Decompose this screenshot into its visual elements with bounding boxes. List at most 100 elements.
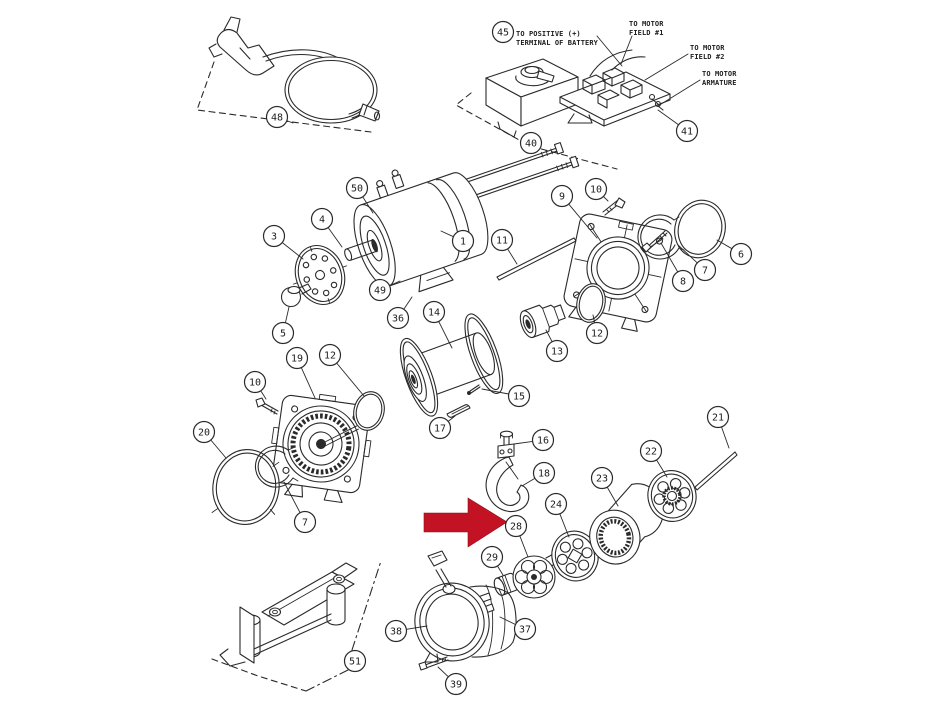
svg-text:12: 12	[591, 328, 603, 339]
callout-19: 19	[285, 346, 316, 399]
set-screw	[641, 230, 668, 253]
svg-text:21: 21	[712, 412, 724, 423]
svg-text:49: 49	[374, 285, 386, 296]
solenoid-assembly	[559, 49, 671, 127]
svg-text:10: 10	[590, 184, 602, 195]
callout-3: 3	[262, 224, 304, 260]
callout-7: 7	[677, 244, 717, 282]
callout-24: 24	[544, 492, 570, 538]
svg-text:6: 6	[738, 249, 744, 260]
housing-screw	[418, 656, 449, 671]
alignment-dashdot-fairlead	[305, 560, 382, 692]
svg-text:5: 5	[280, 328, 286, 339]
control-pack	[485, 49, 671, 138]
svg-text:19: 19	[291, 353, 303, 364]
svg-text:51: 51	[349, 656, 361, 667]
callout-40: 40	[519, 131, 543, 155]
callout-21: 21	[706, 405, 730, 449]
drum-bushing-ring	[211, 449, 280, 525]
svg-text:37: 37	[519, 624, 531, 635]
svg-text:TO MOTOR: TO MOTOR	[690, 44, 725, 52]
callout-12: 12	[585, 314, 609, 345]
callout-13: 13	[545, 329, 569, 363]
callout-7: 7	[283, 481, 317, 534]
highlight-arrow	[423, 497, 508, 548]
callout-12: 12	[318, 343, 365, 397]
callout-10: 10	[584, 177, 609, 202]
o-ring-small	[576, 283, 606, 323]
svg-text:45: 45	[497, 27, 509, 38]
callout-49: 49	[368, 278, 401, 302]
svg-text:ARMATURE: ARMATURE	[702, 79, 737, 87]
svg-text:4: 4	[319, 214, 325, 225]
svg-text:7: 7	[302, 517, 308, 528]
remote-pendant	[208, 16, 275, 76]
clutch-lever	[427, 550, 456, 595]
callout-8: 8	[660, 242, 695, 293]
svg-text:29: 29	[486, 552, 498, 563]
gear-housing-plate	[271, 393, 372, 504]
svg-text:23: 23	[596, 473, 608, 484]
alignment-dash-fairlead	[211, 658, 307, 692]
output-shaft	[694, 451, 738, 491]
callout-45: 45	[491, 20, 515, 44]
svg-text:9: 9	[559, 191, 565, 202]
roller-fairlead	[219, 562, 358, 667]
callout-9: 9	[550, 184, 598, 239]
svg-text:20: 20	[198, 427, 210, 438]
motor-mount-bracket	[418, 266, 454, 293]
drum-support-bearing-plate	[563, 213, 673, 332]
svg-text:36: 36	[392, 313, 404, 324]
svg-text:FIELD #2: FIELD #2	[690, 53, 725, 61]
svg-text:TERMINAL OF BATTERY: TERMINAL OF BATTERY	[516, 39, 599, 47]
callout-16: 16	[513, 428, 555, 452]
callout-14: 14	[422, 300, 453, 349]
svg-text:7: 7	[702, 265, 708, 276]
retaining-ring	[637, 214, 685, 260]
callout-11: 11	[490, 228, 518, 265]
svg-text:13: 13	[551, 346, 563, 357]
callout-18: 18	[521, 461, 556, 487]
svg-text:17: 17	[434, 423, 446, 434]
wiring-label-0: TO POSITIVE (+)TERMINAL OF BATTERY	[516, 30, 623, 67]
svg-text:50: 50	[351, 183, 363, 194]
svg-text:41: 41	[681, 126, 693, 137]
winch-drum	[399, 313, 504, 417]
callout-37: 37	[499, 616, 537, 641]
cable-connector	[358, 103, 381, 122]
svg-text:15: 15	[513, 391, 525, 402]
svg-text:18: 18	[538, 468, 550, 479]
pinion-gear	[493, 572, 519, 596]
svg-text:39: 39	[450, 679, 462, 690]
callout-36: 36	[386, 296, 413, 330]
gear-end-housing	[414, 550, 517, 663]
svg-text:16: 16	[537, 435, 549, 446]
motor-assembly	[344, 142, 580, 293]
svg-text:1: 1	[460, 236, 466, 247]
svg-text:22: 22	[645, 446, 657, 457]
battery-cover	[485, 58, 579, 138]
svg-text:8: 8	[680, 276, 686, 287]
drive-coupling	[519, 304, 566, 339]
callout-layer: 48 45 40 41 50 4 3 1 49 36 5 11 9 10 8 7 6 12 13 14 15 17 19 12…	[192, 20, 753, 696]
callout-4: 4	[310, 207, 343, 248]
o-ring-large	[674, 199, 726, 259]
svg-text:48: 48	[271, 112, 283, 123]
hook	[485, 443, 530, 513]
callout-1: 1	[440, 229, 475, 253]
svg-text:TO MOTOR: TO MOTOR	[702, 70, 737, 78]
callout-41: 41	[657, 109, 699, 143]
callout-22: 22	[639, 439, 668, 478]
svg-text:10: 10	[249, 377, 261, 388]
alignment-dash-pendant	[196, 61, 372, 133]
svg-text:40: 40	[525, 138, 537, 149]
svg-text:3: 3	[271, 231, 277, 242]
callout-48: 48	[265, 105, 294, 129]
callout-39: 39	[437, 666, 468, 696]
svg-text:38: 38	[390, 626, 402, 637]
